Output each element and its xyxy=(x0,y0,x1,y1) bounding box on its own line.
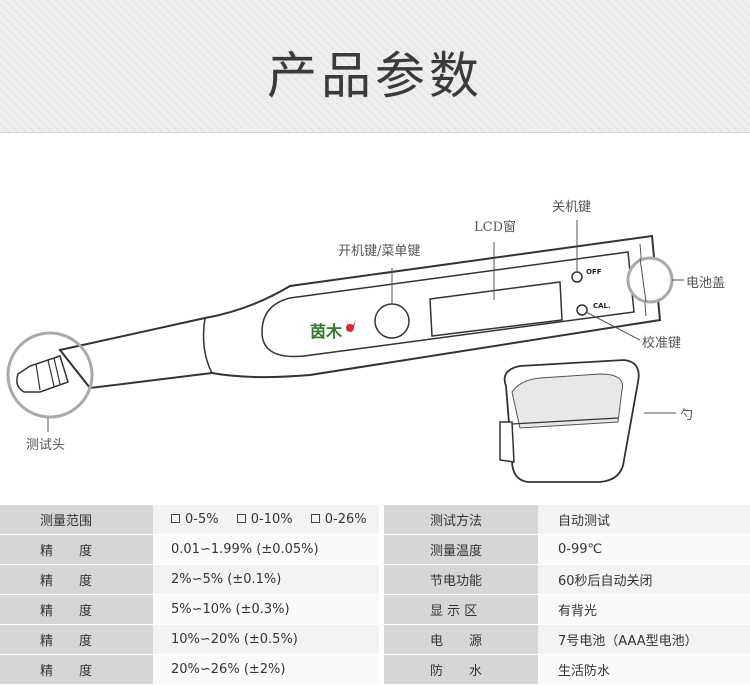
spec-value: 自动测试 xyxy=(538,505,750,535)
callout-spoon: 勺 xyxy=(680,408,694,423)
product-diagram: 开机键/菜单键 LCD窗 关机键 电池盖 校准键 勺 测试头 OFF CAL. … xyxy=(0,160,750,500)
spec-label: 精 度 xyxy=(0,624,153,655)
spec-label: 精 度 xyxy=(0,654,153,685)
test-head-tip xyxy=(16,355,69,393)
pen-seam xyxy=(202,317,213,374)
spec-value: 7号电池（AAA型电池） xyxy=(538,624,750,655)
spec-value: 5%∽10% (±0.3%) xyxy=(153,594,379,625)
spec-value: 0.01∽1.99% (±0.05%) xyxy=(153,534,379,565)
callout-calibration-key: 校准键 xyxy=(642,336,682,351)
spec-range-options: 0-5% 0-10% 0-26% xyxy=(153,505,379,535)
cal-button-label: CAL. xyxy=(593,302,611,310)
test-head-highlight-circle xyxy=(6,331,94,419)
lcd-window xyxy=(429,281,563,337)
spec-row: 精 度 20%∽26% (±2%) 防 水 生活防水 xyxy=(0,654,750,685)
spec-value: 20%∽26% (±2%) xyxy=(153,654,379,685)
checkbox-icon[interactable] xyxy=(310,514,320,523)
range-option[interactable]: 0-26% xyxy=(310,512,367,527)
tip-ring-1 xyxy=(47,359,55,387)
page-header: 产品参数 xyxy=(0,0,750,133)
spec-row: 精 度 5%∽10% (±0.3%) 显 示 区 有背光 xyxy=(0,594,750,625)
callout-lcd-window: LCD窗 xyxy=(474,220,517,235)
spec-label: 测量范围 xyxy=(0,505,153,535)
spec-label: 节电功能 xyxy=(384,564,538,595)
brand-flower-icon xyxy=(345,319,356,332)
checkbox-icon[interactable] xyxy=(171,514,180,523)
leader-cal-key xyxy=(585,311,641,341)
range-option[interactable]: 0-10% xyxy=(236,512,293,527)
spec-row: 精 度 2%∽5% (±0.1%) 节电功能 60秒后自动关闭 xyxy=(0,564,750,595)
spec-value: 2%∽5% (±0.1%) xyxy=(153,564,379,595)
checkbox-icon[interactable] xyxy=(236,514,246,523)
callout-off-key: 关机键 xyxy=(552,200,592,215)
spec-label: 测量温度 xyxy=(384,534,538,565)
spec-value: 有背光 xyxy=(538,594,750,625)
spec-value: 生活防水 xyxy=(538,654,750,685)
off-button-label: OFF xyxy=(586,268,602,276)
spec-label: 测试方法 xyxy=(384,505,538,535)
tip-ring-2 xyxy=(53,357,61,385)
salinity-pen-illustration xyxy=(6,220,684,483)
brand-logo: 茵木 xyxy=(310,322,343,341)
spec-row: 精 度 10%∽20% (±0.5%) 电 源 7号电池（AAA型电池） xyxy=(0,624,750,655)
callout-battery-cover: 电池盖 xyxy=(686,276,726,291)
spec-table: 测量范围 0-5% 0-10% 0-26% 测试方法 自动测试 精 度 0.01… xyxy=(0,505,750,685)
spec-label: 显 示 区 xyxy=(384,594,538,625)
spec-label: 电 源 xyxy=(384,624,538,655)
off-button xyxy=(571,271,583,283)
spec-label: 精 度 xyxy=(0,534,153,565)
spec-label: 精 度 xyxy=(0,594,153,625)
spec-value: 10%∽20% (±0.5%) xyxy=(153,624,379,655)
spec-row: 精 度 0.01∽1.99% (±0.05%) 测量温度 0-99℃ xyxy=(0,534,750,565)
tip-ring-3 xyxy=(35,363,41,391)
power-menu-button xyxy=(374,303,410,339)
range-option[interactable]: 0-5% xyxy=(171,512,219,527)
callout-power-menu-key: 开机键/菜单键 xyxy=(338,244,421,259)
spec-row: 测量范围 0-5% 0-10% 0-26% 测试方法 自动测试 xyxy=(0,505,750,535)
spec-value: 0-99℃ xyxy=(538,534,750,565)
cal-button xyxy=(576,304,588,316)
spec-label: 精 度 xyxy=(0,564,153,595)
callout-test-head: 测试头 xyxy=(26,438,66,453)
spec-value: 60秒后自动关闭 xyxy=(538,564,750,595)
page-title: 产品参数 xyxy=(267,47,483,105)
spec-label: 防 水 xyxy=(384,654,538,685)
spoon-illustration xyxy=(499,359,640,483)
battery-cover-highlight-circle xyxy=(626,256,674,304)
